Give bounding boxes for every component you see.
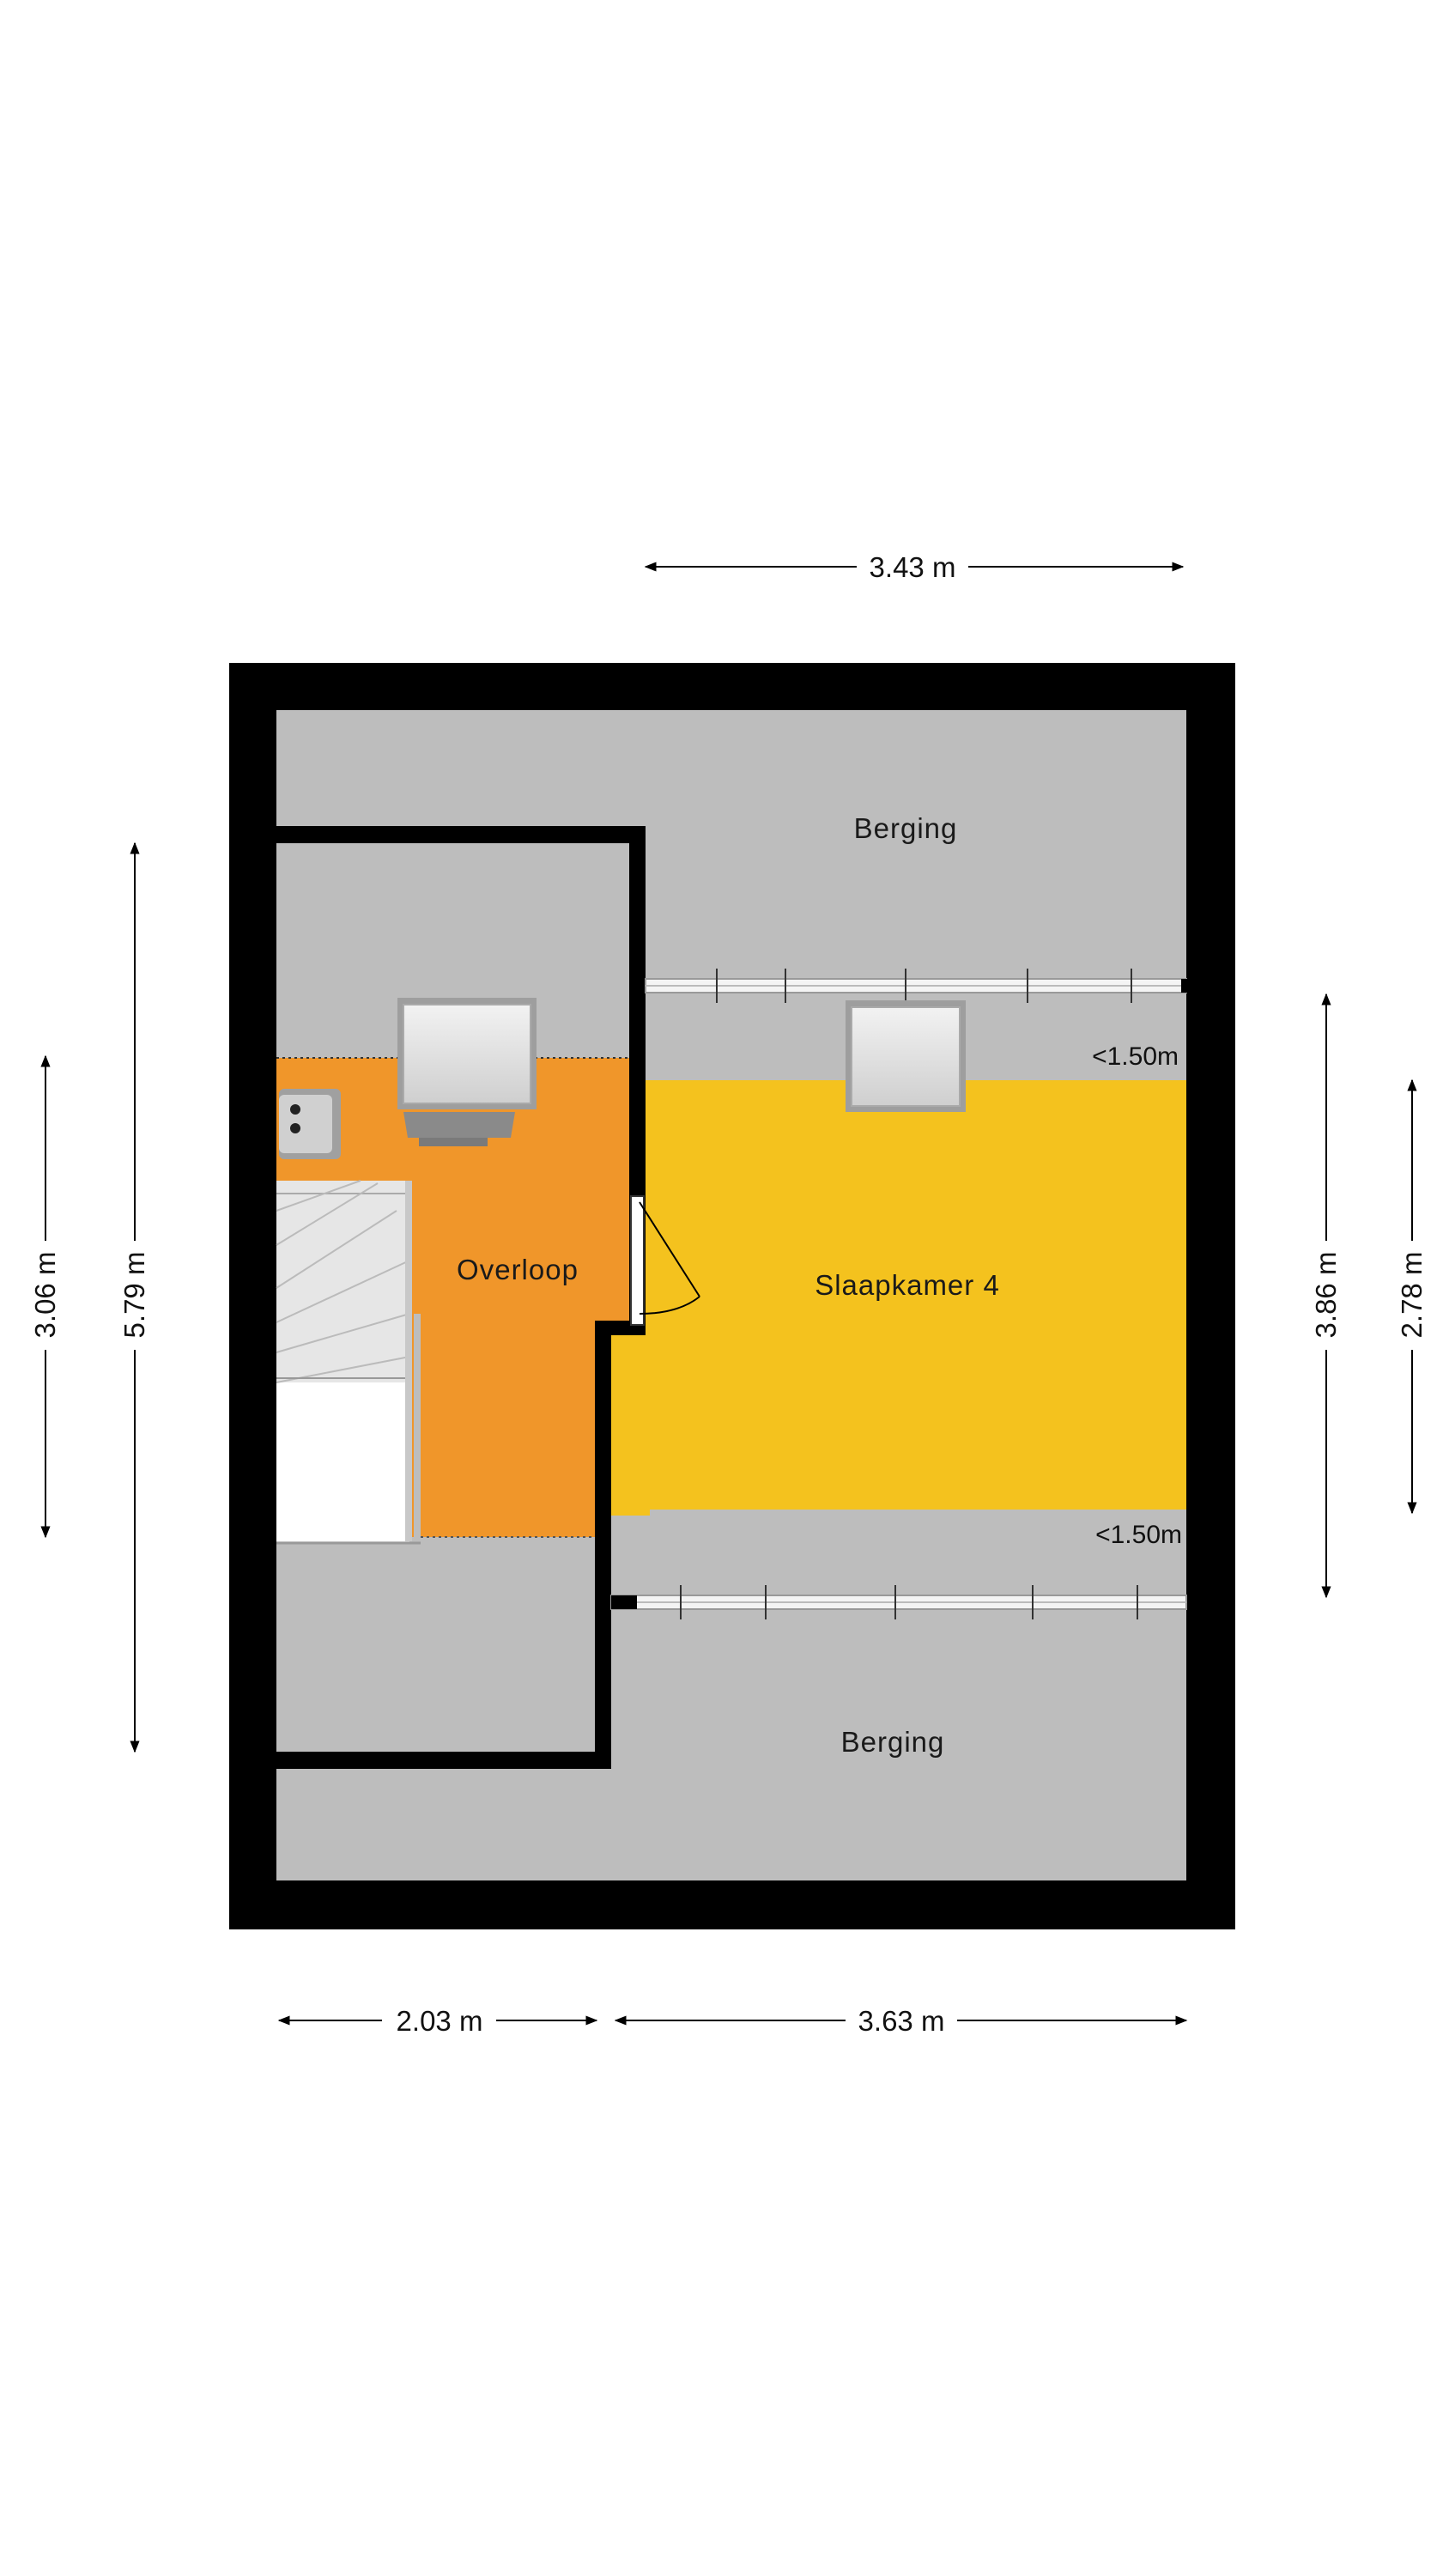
ceiling-note-top: <1.50m [1092, 1042, 1179, 1071]
dimension-bottom-left: 2.03 m [277, 2005, 598, 2037]
dimension-left-outer-label: 3.06 m [29, 1252, 61, 1339]
ceiling-note-bottom: <1.50m [1095, 1521, 1182, 1549]
dimension-bottom-right-label: 3.63 m [858, 2005, 945, 2037]
bedroom-area [646, 1080, 1186, 1510]
skylight-icon [846, 1000, 966, 1112]
dimension-right-outer: 2.78 m [1396, 1078, 1428, 1515]
dimension-bottom-left-label: 2.03 m [397, 2005, 483, 2037]
door-icon [630, 1195, 700, 1326]
bedroom-area-lower [611, 1335, 650, 1516]
dimension-right-inner-label: 3.86 m [1310, 1252, 1342, 1339]
inner-wall-left-zone [276, 826, 646, 1769]
dimension-bottom-right: 3.63 m [614, 2005, 1188, 2037]
room-label-overloop: Overloop [457, 1254, 579, 1285]
roof-window-icon [645, 969, 1190, 1003]
skylight-icon [397, 998, 537, 1146]
room-label-berging-top: Berging [854, 812, 958, 844]
dimension-left-inner: 5.79 m [118, 841, 150, 1753]
room-label-berging-bottom: Berging [841, 1726, 945, 1758]
dimension-left-outer: 3.06 m [29, 1054, 61, 1539]
dimension-top: 3.43 m [644, 551, 1185, 583]
dimension-top-label: 3.43 m [870, 551, 956, 583]
dimension-left-inner-label: 5.79 m [118, 1252, 150, 1339]
boiler-icon [279, 1089, 341, 1159]
dimension-right-outer-label: 2.78 m [1396, 1252, 1428, 1339]
roof-window-icon [610, 1585, 1187, 1619]
stairs-icon [276, 1180, 421, 1545]
dimension-right-inner: 3.86 m [1310, 993, 1342, 1599]
room-label-slaapkamer-4: Slaapkamer 4 [815, 1269, 1000, 1301]
